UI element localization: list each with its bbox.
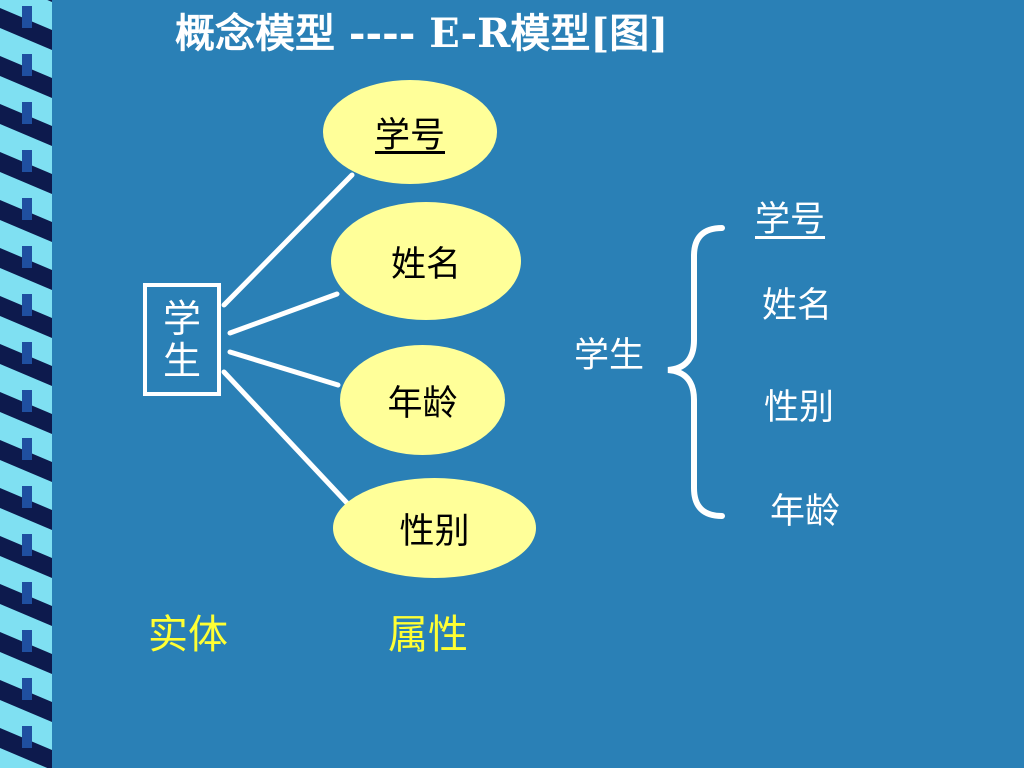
entity-box: 学生	[143, 283, 221, 396]
relation-entity-label: 学生	[574, 336, 645, 376]
relation-attribute-3: 性别	[764, 388, 835, 428]
deco-stripe-shadow	[22, 294, 32, 316]
deco-stripe-shadow	[22, 246, 32, 268]
deco-stripe	[0, 700, 52, 750]
connector-line-1	[221, 172, 355, 308]
deco-stripe	[0, 268, 52, 318]
deco-stripe-shadow	[22, 630, 32, 652]
deco-stripe-shadow	[22, 150, 32, 172]
relation-attribute-1: 学号	[755, 200, 826, 240]
deco-stripe	[0, 508, 52, 558]
left-decorative-border	[0, 0, 52, 768]
deco-stripe-shadow	[22, 198, 32, 220]
deco-stripe	[0, 124, 52, 174]
attribute-label: 姓名	[390, 244, 461, 285]
deco-stripe	[0, 364, 52, 414]
connector-line-4	[221, 369, 350, 506]
attribute-ellipse-2: 姓名	[331, 202, 521, 320]
deco-stripe-shadow	[22, 102, 32, 124]
attribute-ellipse-1: 学号	[323, 80, 497, 184]
connector-line-2	[227, 291, 340, 336]
deco-stripe-shadow	[22, 438, 32, 460]
deco-stripe	[0, 460, 52, 510]
relation-attribute-2: 姓名	[762, 286, 833, 326]
deco-stripe-shadow	[22, 486, 32, 508]
deco-stripe	[0, 556, 52, 606]
deco-stripe	[0, 28, 52, 78]
deco-stripe-shadow	[22, 342, 32, 364]
curly-brace-icon	[667, 225, 725, 519]
deco-stripe	[0, 412, 52, 462]
deco-stripe	[0, 748, 48, 768]
relation-attribute-4: 年龄	[770, 492, 841, 532]
deco-stripe-shadow	[22, 390, 32, 412]
deco-stripe	[0, 220, 52, 270]
deco-stripe	[0, 172, 52, 222]
attribute-caption: 属性	[388, 612, 468, 658]
deco-stripe-shadow	[22, 582, 32, 604]
attribute-label: 学号	[374, 115, 445, 156]
deco-stripe-shadow	[22, 54, 32, 76]
deco-stripe	[0, 76, 52, 126]
deco-stripe	[0, 652, 52, 702]
deco-stripe	[0, 604, 52, 654]
deco-stripe-shadow	[22, 678, 32, 700]
attribute-label: 年龄	[387, 383, 458, 424]
deco-stripe-shadow	[22, 6, 32, 28]
attribute-ellipse-3: 年龄	[340, 345, 505, 455]
entity-caption: 实体	[148, 612, 228, 658]
deco-stripe	[0, 316, 52, 366]
page-title: 概念模型 ---- E-R模型[图]	[175, 10, 669, 57]
attribute-ellipse-4: 性别	[333, 478, 536, 578]
connector-line-3	[227, 349, 341, 388]
deco-stripe-shadow	[22, 534, 32, 556]
entity-label: 学生	[162, 296, 201, 383]
deco-stripe-shadow	[22, 726, 32, 748]
attribute-label: 性别	[399, 511, 470, 552]
